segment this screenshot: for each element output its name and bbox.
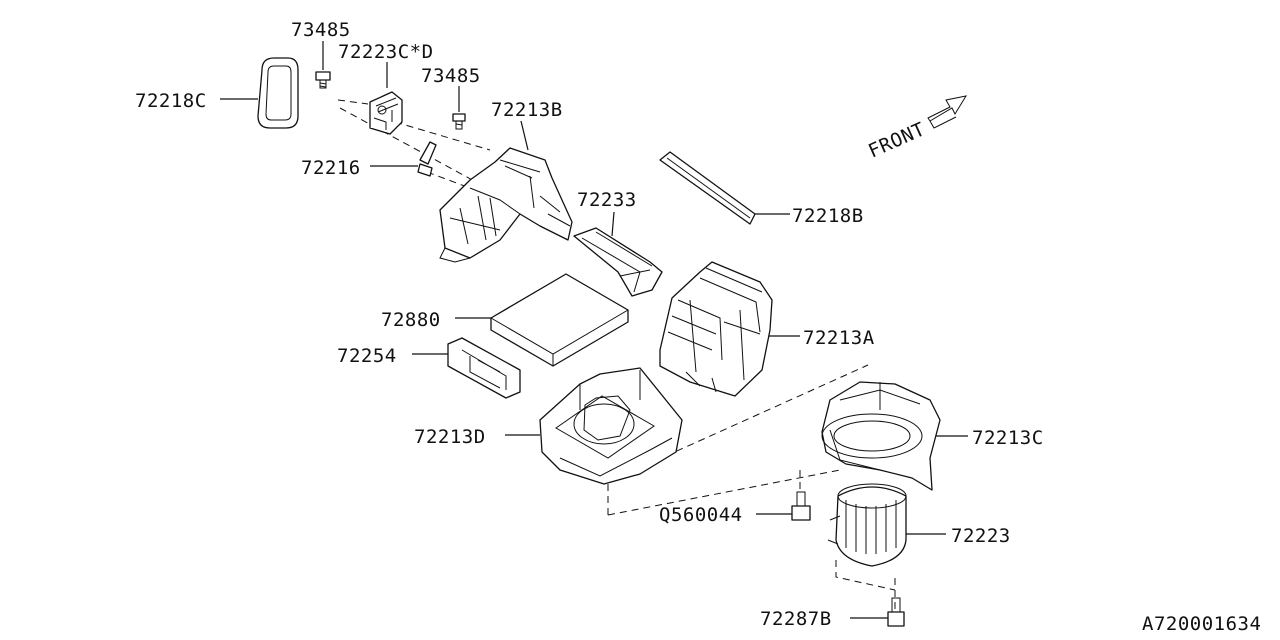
case-72213d-part: [539, 367, 683, 485]
label-72233[interactable]: 72233: [577, 189, 637, 211]
leader-lines: [220, 41, 968, 619]
label-72213b[interactable]: 72213B: [491, 99, 563, 121]
screw-73485-lower-part: [452, 113, 466, 130]
part-labels: 73485 72223C*D 73485 72218C 72213B 72216…: [135, 19, 1261, 635]
bolt-q560044-part: [791, 491, 811, 521]
label-72216[interactable]: 72216: [301, 157, 361, 179]
alignment-dashes: [337, 99, 896, 612]
actuator-72223cd-part: [369, 91, 403, 135]
front-arrow-icon: [927, 95, 968, 129]
seal-72218c-part: [257, 57, 299, 129]
label-q560044[interactable]: Q560044: [659, 504, 743, 526]
label-73485-lower[interactable]: 73485: [421, 65, 481, 87]
label-72223c-d[interactable]: 72223C*D: [338, 41, 434, 63]
label-72218b[interactable]: 72218B: [792, 205, 864, 227]
case-72213b-part: [439, 147, 573, 263]
label-72213d[interactable]: 72213D: [414, 426, 486, 448]
blower-motor-72223-part: [827, 483, 907, 567]
link-72216-part: [417, 141, 437, 177]
duct-72233-part: [573, 227, 663, 297]
front-indicator: FRONT: [865, 95, 968, 163]
label-72223[interactable]: 72223: [951, 525, 1011, 547]
seal-72218b-part: [659, 151, 756, 225]
label-72880[interactable]: 72880: [381, 309, 441, 331]
front-label: FRONT: [865, 118, 928, 162]
label-72218c[interactable]: 72218C: [135, 90, 207, 112]
label-72213c[interactable]: 72213C: [972, 427, 1044, 449]
footer-code: A720001634: [1142, 613, 1261, 635]
housing-72213c-part: [821, 381, 941, 491]
screw-73485-upper-part: [315, 71, 331, 89]
case-72213a-part: [659, 261, 773, 397]
label-72213a[interactable]: 72213A: [803, 327, 875, 349]
label-72254[interactable]: 72254: [337, 345, 397, 367]
bracket-72254-part: [447, 337, 521, 399]
filter-72880-part: [490, 273, 629, 367]
label-73485-upper[interactable]: 73485: [291, 19, 351, 41]
label-72287b[interactable]: 72287B: [760, 608, 832, 630]
screw-72287b-part: [887, 597, 905, 627]
